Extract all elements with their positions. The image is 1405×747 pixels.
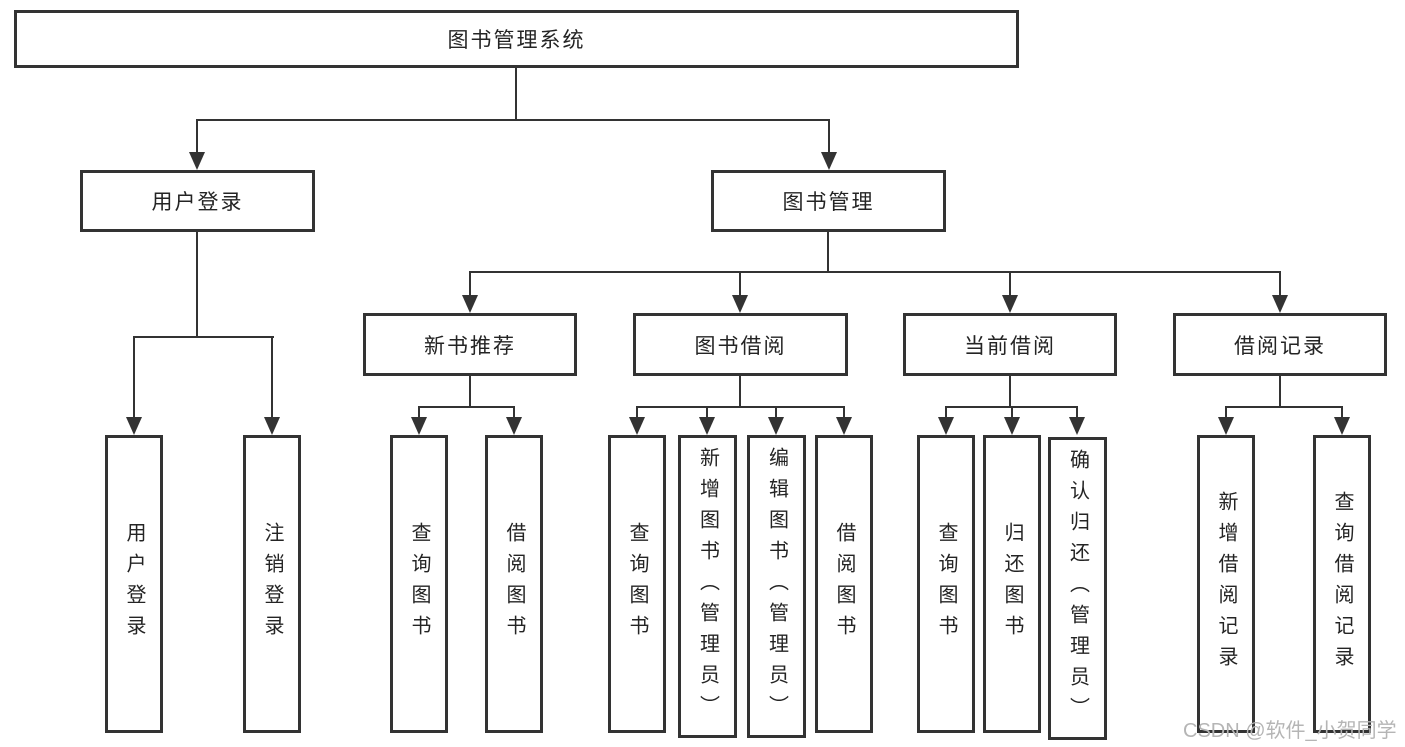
connector-vline — [1009, 376, 1011, 407]
leaf-label: 注销登录 — [261, 522, 283, 646]
arrow-down-icon — [1334, 417, 1350, 435]
node-label: 图书管理系统 — [447, 29, 586, 52]
arrow-down-icon — [1069, 417, 1085, 435]
node-label: 借阅记录 — [1234, 334, 1326, 358]
connector-vline — [1279, 271, 1281, 299]
leaf-query-borrow-record: 查询借阅记录 — [1313, 435, 1371, 733]
leaf-label: 新增借阅记录 — [1215, 491, 1237, 677]
leaf-return-books: 归还图书 — [983, 435, 1041, 733]
arrow-down-icon — [126, 417, 142, 435]
arrow-down-icon — [938, 417, 954, 435]
connector-vline — [739, 376, 741, 407]
leaf-label: 借阅图书 — [503, 522, 525, 646]
connector-hline — [1226, 406, 1343, 408]
connector-vline — [706, 406, 708, 421]
connector-vline — [1009, 271, 1011, 299]
connector-vline — [945, 406, 947, 421]
leaf-label: 查询图书 — [935, 522, 957, 646]
connector-vline — [271, 336, 273, 421]
connector-vline — [418, 406, 420, 421]
leaf-label: 用户登录 — [123, 522, 145, 646]
leaf-label: 查询图书 — [626, 522, 648, 646]
node-label: 当前借阅 — [964, 334, 1056, 358]
connector-vline — [636, 406, 638, 421]
arrow-down-icon — [462, 295, 478, 313]
node-label: 图书借阅 — [694, 334, 787, 358]
arrow-down-icon — [629, 417, 645, 435]
node-borrow-record: 借阅记录 — [1173, 313, 1387, 376]
connector-vline — [515, 68, 517, 120]
connector-hline — [470, 271, 1281, 273]
node-library-management-system: 图书管理系统 — [14, 10, 1019, 68]
arrow-down-icon — [506, 417, 522, 435]
node-label: 新书推荐 — [424, 334, 516, 358]
connector-vline — [196, 232, 198, 337]
connector-vline — [1225, 406, 1227, 421]
connector-vline — [739, 271, 741, 299]
connector-vline — [133, 336, 135, 421]
connector-hline — [637, 406, 845, 408]
arrow-down-icon — [836, 417, 852, 435]
arrow-down-icon — [699, 417, 715, 435]
connector-vline — [513, 406, 515, 421]
leaf-label: 归还图书 — [1001, 522, 1023, 646]
leaf-add-borrow-record: 新增借阅记录 — [1197, 435, 1255, 733]
arrow-down-icon — [1002, 295, 1018, 313]
arrow-down-icon — [821, 152, 837, 170]
arrow-down-icon — [411, 417, 427, 435]
connector-vline — [827, 232, 829, 272]
connector-vline — [775, 406, 777, 421]
csdn-watermark: CSDN @软件_小贺同学 — [1183, 720, 1397, 742]
arrow-down-icon — [732, 295, 748, 313]
connector-vline — [196, 119, 198, 156]
leaf-borrow-books: 借阅图书 — [815, 435, 873, 733]
leaf-query-books: 查询图书 — [917, 435, 975, 733]
leaf-label: 借阅图书 — [833, 522, 855, 646]
node-book-borrow: 图书借阅 — [633, 313, 848, 376]
connector-hline — [419, 406, 515, 408]
connector-hline — [133, 336, 274, 338]
leaf-logout: 注销登录 — [243, 435, 301, 733]
leaf-user-login: 用户登录 — [105, 435, 163, 733]
connector-vline — [469, 271, 471, 299]
arrow-down-icon — [1004, 417, 1020, 435]
arrow-down-icon — [1218, 417, 1234, 435]
connector-vline — [1076, 406, 1078, 421]
leaf-add-books-admin: 新增图书（管理员） — [678, 435, 737, 738]
leaf-label: 确认归还（管理员） — [1066, 449, 1089, 728]
connector-vline — [843, 406, 845, 421]
arrow-down-icon — [768, 417, 784, 435]
leaf-edit-books-admin: 编辑图书（管理员） — [747, 435, 806, 738]
node-user-login: 用户登录 — [80, 170, 315, 232]
node-label: 图书管理 — [782, 191, 875, 214]
leaf-borrow-books: 借阅图书 — [485, 435, 543, 733]
connector-vline — [1279, 376, 1281, 407]
leaf-label: 查询图书 — [408, 522, 430, 646]
leaf-query-books: 查询图书 — [390, 435, 448, 733]
connector-vline — [828, 119, 830, 156]
connector-vline — [1011, 406, 1013, 421]
node-new-book-recommend: 新书推荐 — [363, 313, 577, 376]
connector-vline — [1341, 406, 1343, 421]
arrow-down-icon — [1272, 295, 1288, 313]
leaf-label: 查询借阅记录 — [1331, 491, 1353, 677]
arrow-down-icon — [189, 152, 205, 170]
connector-hline — [197, 119, 830, 121]
leaf-label: 新增图书（管理员） — [696, 447, 719, 726]
node-book-management: 图书管理 — [711, 170, 946, 232]
leaf-confirm-return-admin: 确认归还（管理员） — [1048, 437, 1107, 740]
connector-vline — [469, 376, 471, 407]
node-current-borrow: 当前借阅 — [903, 313, 1117, 376]
leaf-label: 编辑图书（管理员） — [765, 447, 788, 726]
arrow-down-icon — [264, 417, 280, 435]
leaf-query-books: 查询图书 — [608, 435, 666, 733]
node-label: 用户登录 — [151, 191, 244, 214]
